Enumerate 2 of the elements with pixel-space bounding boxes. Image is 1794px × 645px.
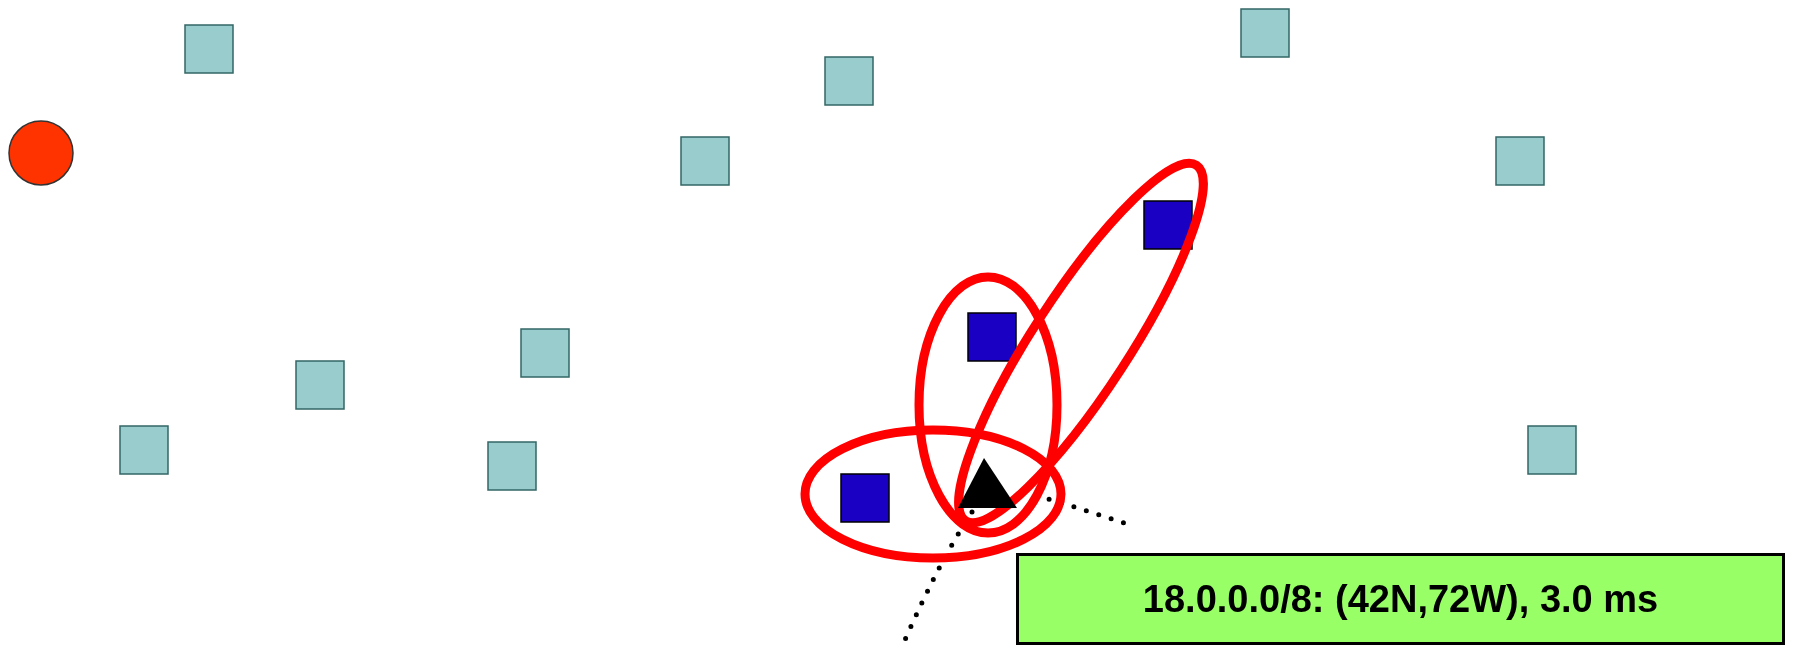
callout-box [1016,553,1785,645]
callout-text: 18.0.0.0/8: (42N,72W), 3.0 ms [1142,577,1659,621]
